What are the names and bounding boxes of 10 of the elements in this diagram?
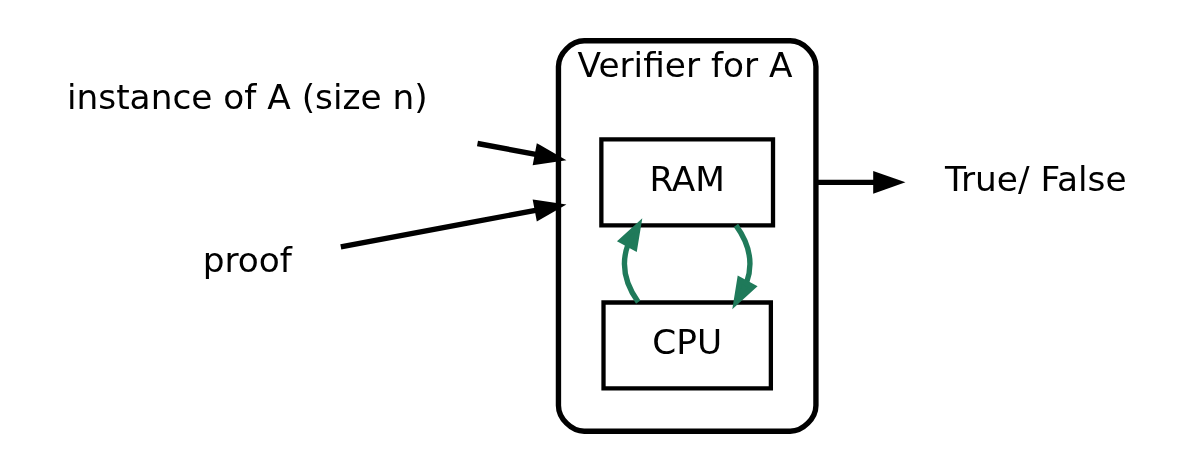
node-text: instance of A (size n) xyxy=(66,76,428,117)
arrow xyxy=(477,140,567,165)
arrow xyxy=(732,223,758,309)
arrow xyxy=(815,170,906,194)
node-box: CPU xyxy=(601,299,773,390)
node-box: RAM xyxy=(599,136,776,227)
arrow xyxy=(616,217,643,304)
node-text: True/ False xyxy=(945,158,1127,199)
node-text: proof xyxy=(202,239,292,280)
arrow xyxy=(340,198,567,249)
